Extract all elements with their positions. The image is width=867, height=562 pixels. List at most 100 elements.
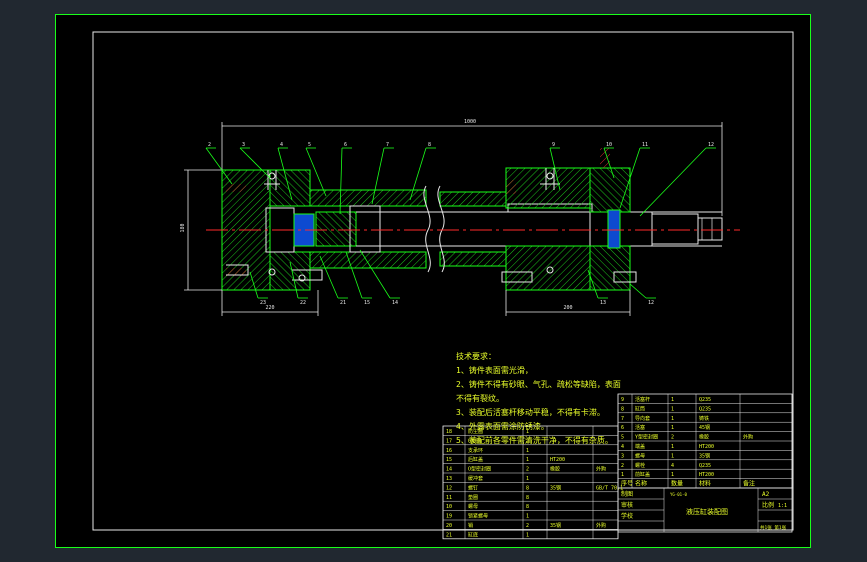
leader-lines — [205, 147, 716, 299]
drawing-number: YG-01-0 — [670, 492, 687, 497]
balloon-label: 5 — [308, 142, 311, 148]
left-table-cell: 35钢 — [550, 522, 561, 529]
right-table-cell: 45钢 — [699, 424, 710, 431]
right-table-cell: 1 — [671, 453, 674, 459]
left-table-cell: O型圈 — [468, 437, 481, 444]
right-table-cell: 导向套 — [635, 415, 650, 422]
balloon-label: 10 — [606, 142, 612, 148]
rear-cap — [501, 148, 637, 291]
cylinder-barrel — [309, 185, 507, 273]
left-table-cell: 2 — [526, 523, 529, 529]
balloon-label: 14 — [392, 300, 398, 306]
left-table-cell: 8 — [526, 495, 529, 501]
right-table-cell: 2 — [621, 463, 624, 469]
left-table-cell: 1 — [526, 429, 529, 435]
sheet-number: 共1张 第1张 — [760, 524, 787, 531]
left-table-cell: 支承环 — [468, 447, 483, 454]
left-table-cell: 螺母 — [468, 503, 478, 510]
right-table-cell: 7 — [621, 416, 624, 422]
right-table-cell: 35钢 — [699, 452, 710, 459]
balloon-label: 12 — [648, 300, 654, 306]
balloon-label: 6 — [344, 142, 347, 148]
balloon-label: 2 — [208, 142, 211, 148]
left-table-cell: 1 — [526, 457, 529, 463]
tech-item: 5、装配前各零件需清洗干净，不得有杂质。 — [456, 436, 613, 445]
left-table-cell: 35钢 — [550, 484, 561, 491]
left-table-cell: 12 — [446, 485, 452, 491]
right-table-cell: 螺母 — [635, 452, 645, 459]
right-table-cell: 1 — [671, 406, 674, 412]
dim-overall-length: 1000 — [464, 119, 476, 125]
piston-rod — [356, 203, 723, 247]
balloon-label: 3 — [242, 142, 245, 148]
title-block-drawn: 制图 — [621, 490, 633, 498]
left-table-cell: 19 — [446, 514, 452, 520]
balloon-label: 9 — [552, 142, 555, 148]
left-table-cell: 2 — [526, 467, 529, 473]
right-table-cell: Q235 — [699, 397, 711, 403]
left-table-cell: 外购 — [596, 466, 606, 473]
left-table-cell: O型密封圈 — [468, 466, 491, 473]
drawing-sheet — [55, 14, 811, 548]
left-table-cell: 13 — [446, 476, 452, 482]
left-table-cell: 8 — [526, 504, 529, 510]
balloon-label: 22 — [300, 300, 306, 306]
right-table-cell: 6 — [621, 425, 624, 431]
left-table-cell: 21 — [446, 532, 452, 538]
right-table-header: 材料 — [699, 480, 711, 488]
right-table-cell: 螺栓 — [635, 462, 645, 469]
left-table-cell: 橡胶 — [550, 466, 560, 473]
left-table-cell: 销 — [468, 522, 473, 529]
balloon-label: 13 — [600, 300, 606, 306]
tech-item: 1、铸件表面需光滑， — [456, 366, 533, 375]
right-table-cell: 缸筒 — [635, 405, 645, 412]
right-table-cell: 4 — [671, 463, 674, 469]
right-table-cell: 铸铁 — [699, 415, 709, 422]
left-table-cell: 1 — [526, 448, 529, 454]
right-table-cell: 1 — [671, 416, 674, 422]
right-table-cell: 活塞 — [635, 424, 645, 431]
balloon-label: 23 — [260, 300, 266, 306]
sheet-size: A2 — [762, 491, 770, 498]
balloon-label: 4 — [280, 142, 283, 148]
right-table-cell: 1 — [671, 472, 674, 478]
left-table-cell: 后缸盖 — [468, 456, 483, 463]
left-table-cell: 1 — [526, 514, 529, 520]
right-table-cell: Y型密封圈 — [635, 434, 658, 441]
right-table-cell: 8 — [621, 406, 624, 412]
left-table-cell: 10 — [446, 504, 452, 510]
right-table-header: 序号 — [621, 480, 633, 488]
right-table-cell: Q235 — [699, 406, 711, 412]
right-table-cell: 2 — [671, 435, 674, 441]
front-cap — [221, 169, 323, 291]
dimensions — [184, 122, 723, 316]
right-table-cell: 橡胶 — [699, 434, 709, 441]
balloon-label: 11 — [642, 142, 648, 148]
right-table-cell: 4 — [621, 444, 624, 450]
tech-items: 1、铸件表面需光滑，2、铸件不得有砂眼、气孔、疏松等缺陷，表面 不得有裂纹。3、… — [456, 364, 621, 448]
right-table-cell: 3 — [621, 453, 624, 459]
right-table-cell: 端盖 — [635, 443, 645, 450]
right-table-cell: 1 — [671, 425, 674, 431]
left-table-cell: 缓冲套 — [468, 475, 483, 482]
left-table-cell: 缸底 — [468, 531, 478, 538]
left-table-cell: HT200 — [550, 457, 565, 463]
left-table-cell: 11 — [446, 495, 452, 501]
right-table-header: 名称 — [635, 480, 647, 488]
drawing-title: 液压缸装配图 — [686, 507, 728, 516]
balloon-label: 21 — [340, 300, 346, 306]
left-table-cell: GB/T 70.1 — [596, 485, 623, 491]
right-table-cell: 5 — [621, 435, 624, 441]
tech-item: 不得有裂纹。 — [456, 394, 504, 403]
title-block-school: 学校 — [621, 512, 633, 520]
right-table-cell: 1 — [671, 444, 674, 450]
balloon-label: 15 — [364, 300, 370, 306]
right-table-cell: 前缸盖 — [635, 471, 650, 478]
left-table-cell: 锁紧螺母 — [468, 513, 488, 520]
left-table-cell: 14 — [446, 467, 452, 473]
scale-label: 比例 — [762, 501, 774, 509]
technical-requirements: 技术要求： 1、铸件表面需光滑，2、铸件不得有砂眼、气孔、疏松等缺陷，表面 不得… — [456, 350, 621, 448]
tech-item: 4、外露表面需涂防锈漆。 — [456, 422, 549, 431]
right-table-header: 数量 — [671, 480, 683, 488]
